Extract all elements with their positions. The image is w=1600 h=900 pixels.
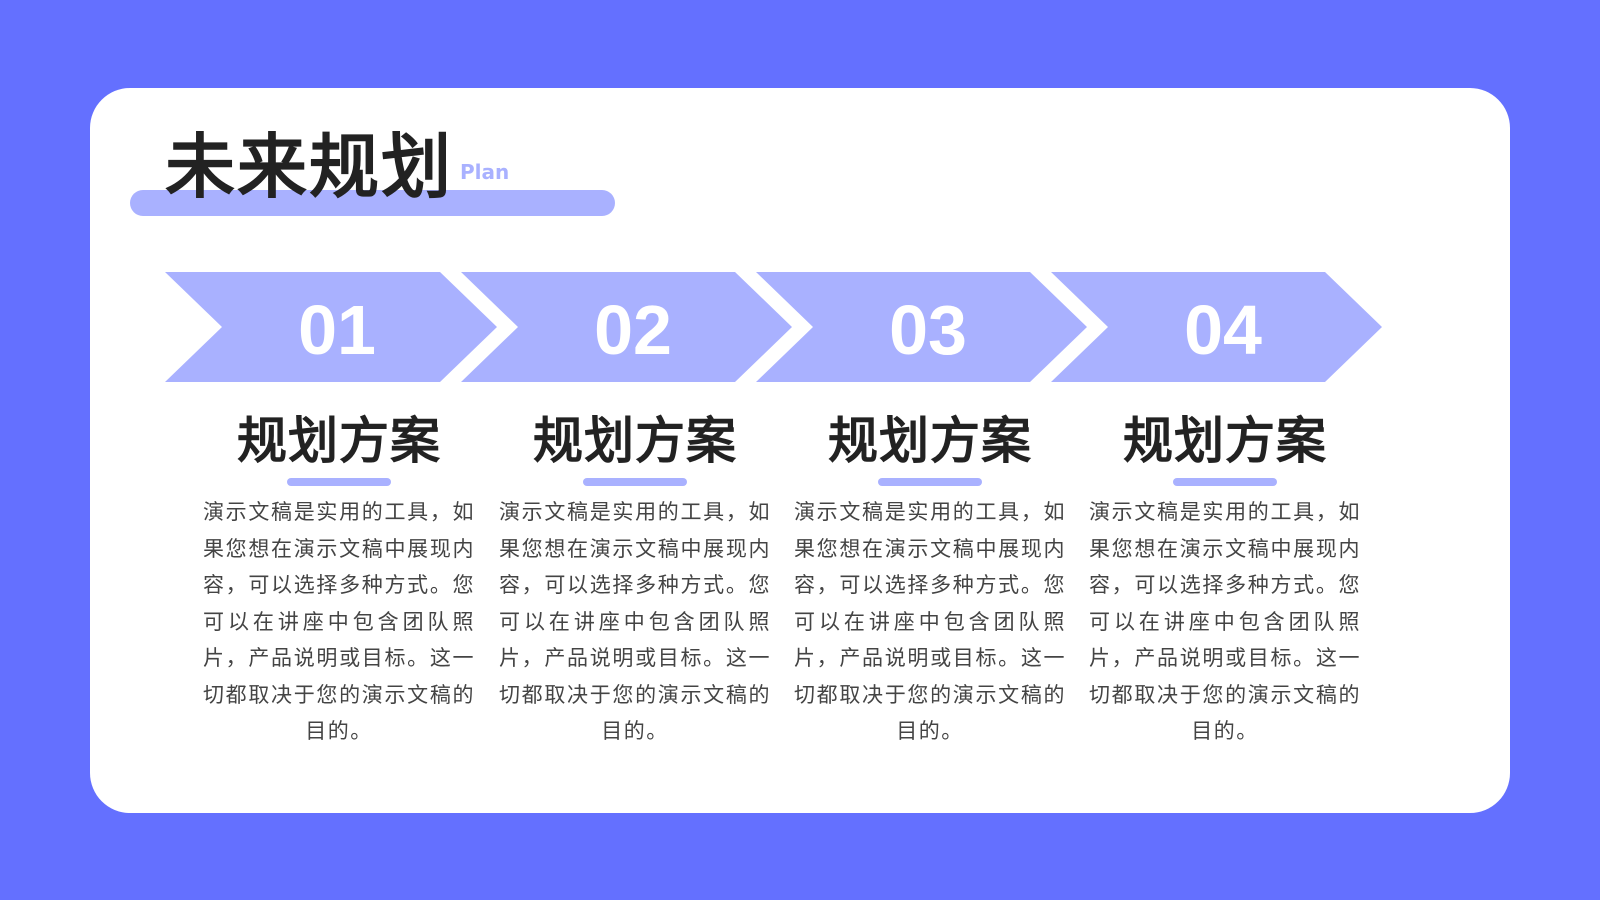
page-title: 未来规划 <box>165 126 453 208</box>
page-subtitle: Plan <box>460 160 510 184</box>
step-arrow-2: 02 <box>461 272 792 382</box>
step-description: 演示文稿是实用的工具，如果您想在演示文稿中展现内容，可以选择多种方式。您可以在讲… <box>794 500 1066 743</box>
title-underline-bar <box>130 190 615 216</box>
heading-underline <box>878 478 982 486</box>
step-column-2: 规划方案 演示文稿是实用的工具，如果您想在演示文稿中展现内容，可以选择多种方式。… <box>490 410 780 750</box>
step-arrow-1: 01 <box>165 272 497 382</box>
step-number: 02 <box>594 291 672 369</box>
step-description: 演示文稿是实用的工具，如果您想在演示文稿中展现内容，可以选择多种方式。您可以在讲… <box>203 500 475 743</box>
step-column-1: 规划方案 演示文稿是实用的工具，如果您想在演示文稿中展现内容，可以选择多种方式。… <box>194 410 484 750</box>
heading-underline <box>1173 478 1277 486</box>
chevron-shape <box>461 272 792 382</box>
step-number: 04 <box>1184 291 1262 369</box>
chevron-shape <box>756 272 1087 382</box>
step-arrow-3: 03 <box>756 272 1087 382</box>
step-heading: 规划方案 <box>828 412 1032 470</box>
step-description: 演示文稿是实用的工具，如果您想在演示文稿中展现内容，可以选择多种方式。您可以在讲… <box>499 500 771 743</box>
step-column-4: 规划方案 演示文稿是实用的工具，如果您想在演示文稿中展现内容，可以选择多种方式。… <box>1080 410 1370 750</box>
step-number: 01 <box>298 291 376 369</box>
step-arrow-4: 04 <box>1051 272 1382 382</box>
heading-underline <box>583 478 687 486</box>
step-number: 03 <box>889 291 967 369</box>
step-description: 演示文稿是实用的工具，如果您想在演示文稿中展现内容，可以选择多种方式。您可以在讲… <box>1089 500 1361 743</box>
step-heading: 规划方案 <box>533 412 737 470</box>
heading-underline <box>287 478 391 486</box>
chevron-shape <box>165 272 497 382</box>
step-heading: 规划方案 <box>1123 412 1327 470</box>
chevron-shape <box>1051 272 1382 382</box>
step-column-3: 规划方案 演示文稿是实用的工具，如果您想在演示文稿中展现内容，可以选择多种方式。… <box>785 410 1075 750</box>
step-heading: 规划方案 <box>237 412 441 470</box>
